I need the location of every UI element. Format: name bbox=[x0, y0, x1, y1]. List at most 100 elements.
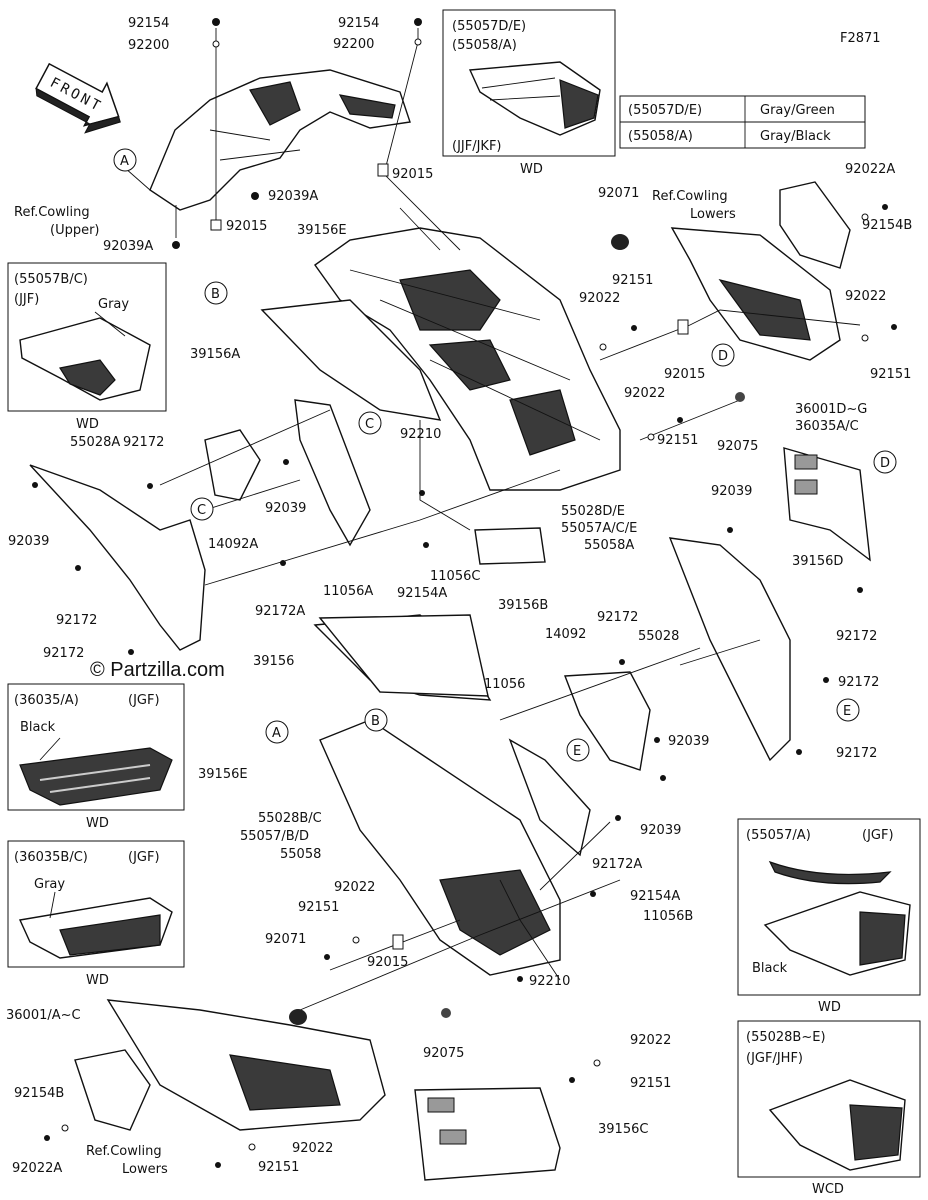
svg-text:A: A bbox=[272, 726, 281, 741]
label-92210: 92210 bbox=[400, 427, 441, 442]
label-11056A: 11056A bbox=[323, 584, 373, 599]
label-92071: 92071 bbox=[265, 932, 306, 947]
label-92015: 92015 bbox=[226, 219, 267, 234]
label-92075: 92075 bbox=[423, 1046, 464, 1061]
label-92015: 92015 bbox=[664, 367, 705, 382]
label-92154: 92154 bbox=[338, 16, 379, 31]
label-92154B: 92154B bbox=[862, 218, 912, 233]
svg-text:(36035/A): (36035/A) bbox=[14, 693, 79, 708]
label-92172: 92172 bbox=[838, 675, 879, 690]
label-92154: 92154 bbox=[128, 16, 169, 31]
side-panel-left bbox=[29, 299, 546, 651]
callout-c-1: C bbox=[358, 411, 382, 435]
label-92039: 92039 bbox=[711, 484, 752, 499]
label-ref-cowling-upper-2: (Upper) bbox=[50, 223, 100, 238]
label-92015: 92015 bbox=[367, 955, 408, 970]
label-92151: 92151 bbox=[657, 433, 698, 448]
fastener-icons bbox=[32, 18, 897, 1168]
inset-right-mid: (55057/A) (JGF) Black WD bbox=[737, 818, 921, 1015]
label-39156E: 39156E bbox=[198, 767, 248, 782]
label-92039: 92039 bbox=[668, 734, 709, 749]
svg-text:D: D bbox=[880, 456, 890, 471]
svg-text:Black: Black bbox=[752, 961, 788, 976]
label-92039: 92039 bbox=[265, 501, 306, 516]
label-92154A: 92154A bbox=[630, 889, 680, 904]
label-39156D: 39156D bbox=[792, 554, 843, 569]
label-55028A: 55028A bbox=[70, 435, 120, 450]
label-92172: 92172 bbox=[56, 613, 97, 628]
label-ref-cowling-lowers-2: Lowers bbox=[690, 207, 736, 222]
label-92154A: 92154A bbox=[397, 586, 447, 601]
svg-text:WD: WD bbox=[76, 417, 99, 432]
svg-text:C: C bbox=[365, 417, 374, 432]
label-92172: 92172 bbox=[836, 629, 877, 644]
label-11056B: 11056B bbox=[643, 909, 693, 924]
svg-text:(55057/A): (55057/A) bbox=[746, 828, 811, 843]
svg-text:Gray: Gray bbox=[98, 297, 129, 312]
label-92172: 92172 bbox=[836, 746, 877, 761]
label-92022: 92022 bbox=[292, 1141, 333, 1156]
svg-text:(JGF): (JGF) bbox=[862, 828, 894, 843]
svg-text:Gray: Gray bbox=[34, 877, 65, 892]
callout-c-2: C bbox=[190, 497, 214, 521]
label-92022: 92022 bbox=[624, 386, 665, 401]
label-55058: 55058 bbox=[280, 847, 321, 862]
inset-left-mid: (36035/A) (JGF) Black WD bbox=[7, 683, 185, 831]
front-arrow-icon: FRONT bbox=[35, 62, 121, 134]
label-92172: 92172 bbox=[43, 646, 84, 661]
label-55028B-C: 55028B/C bbox=[258, 811, 322, 826]
label-92022A: 92022A bbox=[12, 1161, 62, 1176]
label-55028D-E: 55028D/E bbox=[561, 504, 625, 519]
label-92210: 92210 bbox=[529, 974, 570, 989]
leader-lines bbox=[124, 28, 861, 1011]
svg-text:(55028B~E): (55028B~E) bbox=[746, 1030, 826, 1045]
svg-text:(55057D/E): (55057D/E) bbox=[452, 19, 526, 34]
svg-text:(JJF): (JJF) bbox=[14, 292, 39, 307]
svg-text:C: C bbox=[197, 503, 206, 518]
side-cover-right-upper bbox=[670, 181, 871, 562]
callout-b-top: B bbox=[204, 281, 228, 305]
callout-a-top: A bbox=[113, 148, 137, 172]
svg-text:(JGF): (JGF) bbox=[128, 693, 160, 708]
svg-text:E: E bbox=[573, 744, 581, 759]
figure-code: F2871 bbox=[840, 31, 881, 46]
callout-e-1: E bbox=[836, 698, 860, 722]
label-92022: 92022 bbox=[579, 291, 620, 306]
svg-text:WD: WD bbox=[818, 1000, 841, 1015]
svg-text:WD: WD bbox=[86, 973, 109, 988]
label-36001D-G: 36001D~G bbox=[795, 402, 867, 417]
color-table-color-2: Gray/Black bbox=[760, 129, 831, 144]
label-92151: 92151 bbox=[612, 273, 653, 288]
label-14092: 14092 bbox=[545, 627, 586, 642]
label-ref-cowling-lowers: Ref.Cowling bbox=[86, 1144, 162, 1159]
label-55058A: 55058A bbox=[584, 538, 634, 553]
svg-text:(JGF): (JGF) bbox=[128, 850, 160, 865]
color-table-code-2: (55058/A) bbox=[628, 129, 693, 144]
label-92071: 92071 bbox=[598, 186, 639, 201]
inset-right-low: (55028B~E) (JGF/JHF) WCD bbox=[737, 1020, 921, 1197]
part-labels: 92154 92200 92154 92200 92039A 92039A 92… bbox=[6, 16, 912, 1177]
label-39156: 39156 bbox=[253, 654, 294, 669]
label-92172A: 92172A bbox=[255, 604, 305, 619]
label-92022: 92022 bbox=[334, 880, 375, 895]
svg-text:WCD: WCD bbox=[812, 1182, 844, 1197]
label-36035A-C: 36035A/C bbox=[795, 419, 859, 434]
label-92022: 92022 bbox=[630, 1033, 671, 1048]
label-92154B: 92154B bbox=[14, 1086, 64, 1101]
label-92075: 92075 bbox=[717, 439, 758, 454]
label-ref-cowling-upper: Ref.Cowling bbox=[14, 205, 90, 220]
svg-text:A: A bbox=[120, 154, 129, 169]
label-92039: 92039 bbox=[640, 823, 681, 838]
inner-cowl-center bbox=[314, 227, 621, 491]
label-92172: 92172 bbox=[597, 610, 638, 625]
label-92151: 92151 bbox=[258, 1160, 299, 1175]
inner-cowl-lower bbox=[74, 614, 591, 1181]
label-11056C: 11056C bbox=[430, 569, 480, 584]
svg-text:Black: Black bbox=[20, 720, 56, 735]
svg-text:B: B bbox=[211, 287, 220, 302]
label-92172: 92172 bbox=[123, 435, 164, 450]
svg-text:E: E bbox=[843, 704, 851, 719]
label-92200: 92200 bbox=[128, 38, 169, 53]
